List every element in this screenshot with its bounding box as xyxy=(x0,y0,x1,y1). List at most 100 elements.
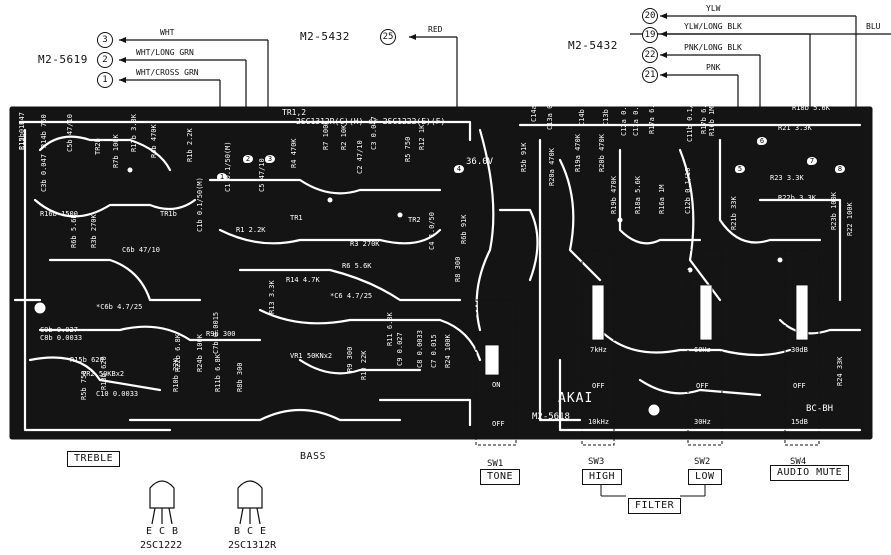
component-label: R19a 470K xyxy=(574,134,582,172)
connector-model-right: M2-5432 xyxy=(568,39,618,52)
component-label: R1b 2.2K xyxy=(186,128,194,162)
component-label: R2 10K xyxy=(340,124,348,150)
component-label: C9 0.027 xyxy=(396,332,404,366)
pin-c-2sc1222: C xyxy=(159,526,166,537)
connector-model-center: M2-5432 xyxy=(300,30,350,43)
component-label: C13a 0.0047 xyxy=(546,83,554,130)
high-off-label: OFF xyxy=(592,382,605,390)
component-label: R16a 1M xyxy=(658,184,666,214)
component-label: R22b 3.3K xyxy=(778,194,816,202)
wire-label-ylw: YLW xyxy=(706,4,721,13)
component-label: C2 47/10 xyxy=(356,140,364,174)
component-label: R8b 300 xyxy=(236,362,244,392)
low-off-label: OFF xyxy=(696,382,709,390)
component-label: R4 470K xyxy=(290,138,298,168)
component-label: R9b 300 xyxy=(206,330,236,338)
component-label: R9 300 xyxy=(346,346,354,372)
component-label: TR2 xyxy=(408,216,421,224)
component-label: TR1 xyxy=(290,214,303,222)
pad-1: 1 xyxy=(217,173,227,181)
transistor-2sc1222-symbol xyxy=(149,480,175,525)
component-label: R7b 100K xyxy=(112,134,120,168)
component-label: R10b 22K xyxy=(172,358,180,392)
component-label: R24b 100K xyxy=(196,334,204,372)
component-label: C11a 0.1/10 xyxy=(632,89,640,136)
sw1-id: SW1 xyxy=(487,459,504,469)
transistor-name-2sc1222: 2SC1222 xyxy=(140,540,183,551)
component-label: C13b 0.0047 xyxy=(602,79,610,126)
pin-b-2sc1312r: B xyxy=(234,526,241,537)
transistor-2sc1312r-symbol xyxy=(237,480,263,525)
pin-c-2sc1312r: C xyxy=(247,526,254,537)
component-label: R1 2.2K xyxy=(236,226,266,234)
connector-pin-22: 22 xyxy=(642,47,658,63)
component-label: C11b 0.1/10 xyxy=(686,95,694,142)
component-label: R8 300 xyxy=(454,256,462,282)
component-label: C8b 0.0033 xyxy=(40,334,83,342)
component-label: R14b 750 xyxy=(40,114,48,148)
component-label: R5 750 xyxy=(404,136,412,162)
component-label: C14a 0.0047 xyxy=(530,75,538,122)
pcb-board xyxy=(9,106,873,440)
component-label: R6b 91K xyxy=(460,214,468,244)
component-label: R14 4.7K xyxy=(286,276,320,284)
component-label: TR2b xyxy=(94,138,102,155)
component-label: C5 47/10 xyxy=(258,158,266,192)
component-label: R6 5.6K xyxy=(342,262,372,270)
component-label: *C6b 4.7/25 xyxy=(96,303,143,311)
wire-label-blu: BLU xyxy=(866,22,881,31)
component-label: R10 22K xyxy=(360,350,368,380)
board-serial: BC-BH xyxy=(806,404,834,414)
component-label: R4b 470K xyxy=(150,124,158,158)
high-10khz-label: 10kHz xyxy=(588,418,610,426)
mute-off-label: OFF xyxy=(793,382,806,390)
pad-4: 4 xyxy=(454,165,464,173)
low-60hz-label: 60Hz xyxy=(694,346,711,354)
pad-8: 8 xyxy=(835,165,845,173)
component-label: R21b 33K xyxy=(730,196,738,230)
component-label: C3 0.047 xyxy=(370,116,378,150)
component-label: C1 0.1/50(M) xyxy=(224,141,232,192)
transistor-note: TR1,2 xyxy=(282,108,307,117)
connector-pin-21: 21 xyxy=(642,67,658,83)
component-label: R24 100K xyxy=(444,334,452,368)
component-label: C3b 0.047 xyxy=(40,154,48,192)
mute-30db-label: 30dB xyxy=(791,346,808,354)
connector-pin-19: 19 xyxy=(642,27,658,43)
component-label: C5b 47/10 xyxy=(66,114,74,152)
wire-label-pnk: PNK xyxy=(706,63,721,72)
sw4-id: SW4 xyxy=(790,457,807,467)
connector-pin-25: 25 xyxy=(380,29,396,45)
pad-7: 7 xyxy=(807,157,817,165)
audio-mute-switch-label: AUDIO MUTE xyxy=(770,465,850,481)
bass-label: BASS xyxy=(300,451,327,462)
component-label: R17b 3.3K xyxy=(130,114,138,152)
component-label: R21 3.3K xyxy=(778,124,812,132)
component-label: R16b 1M xyxy=(708,106,716,136)
board-maker: AKAI xyxy=(558,391,594,406)
pin-b-2sc1222: B xyxy=(172,526,179,537)
component-label: C10 0.0033 xyxy=(96,390,139,398)
component-label: C8 0.0033 xyxy=(416,330,424,368)
component-label: R13 3.3K xyxy=(268,280,276,314)
component-label: C7 0.015 xyxy=(430,334,438,368)
component-label: R17b 6.8K xyxy=(700,96,708,134)
high-7khz-label: 7kHz xyxy=(590,346,607,354)
component-label: R7 100K xyxy=(322,120,330,150)
component-label: R22 100K xyxy=(846,202,854,236)
component-label: R18b 5.6K xyxy=(792,104,830,112)
component-label: R15b 620 xyxy=(70,356,104,364)
board-id: M2-5618 xyxy=(532,412,570,422)
component-label: R3 270K xyxy=(350,240,380,248)
wire-label-ylw-long-blk: YLW/LONG BLK xyxy=(684,22,742,31)
treble-label: TREBLE xyxy=(67,451,121,467)
component-label: C9b 0.027 xyxy=(40,326,78,334)
pin-e-2sc1312r: E xyxy=(260,526,267,537)
wire-label-wht-long-grn: WHT/LONG GRN xyxy=(136,48,194,57)
supply-voltage: 36.0V xyxy=(466,157,494,167)
transistor-types: 2SC1312R(G)(H) or 2SC1222(E)(F) xyxy=(296,117,446,126)
sw2-id: SW2 xyxy=(694,457,711,467)
connector-model-left: M2-5619 xyxy=(38,53,88,66)
component-label: R20b 470K xyxy=(598,134,606,172)
component-label: R5b 91K xyxy=(520,142,528,172)
